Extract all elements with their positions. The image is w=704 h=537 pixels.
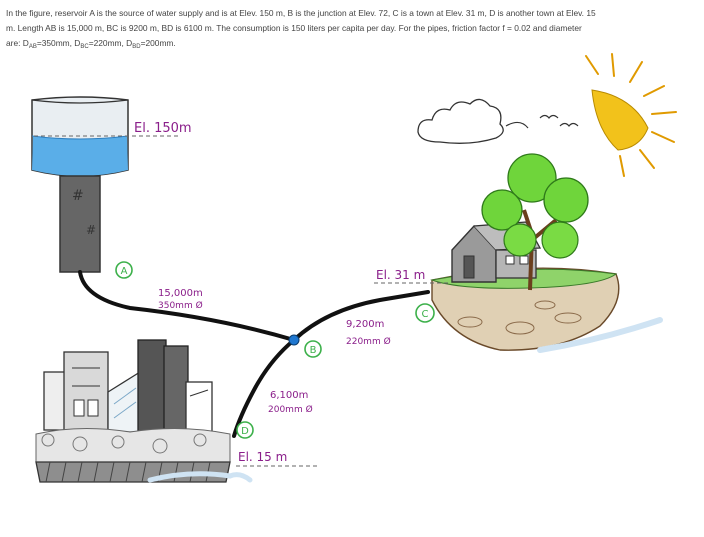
node-d: D: [237, 422, 253, 438]
node-a: A: [116, 262, 132, 278]
birds-icon: [540, 116, 578, 127]
elevation-a-label: El. 150m: [134, 121, 192, 136]
node-a-label: A: [121, 266, 128, 277]
pipe-bc-diameter-label: 220mm Ø: [346, 336, 391, 347]
pipe-bd-diameter-label: 200mm Ø: [268, 404, 313, 415]
elevation-c-label: El. 31 m: [376, 268, 425, 282]
node-b: B: [305, 341, 321, 357]
node-d-label: D: [241, 426, 249, 437]
pipe-bc-length-label: 9,200m: [346, 319, 384, 330]
node-c-label: C: [422, 309, 429, 320]
node-c: C: [416, 304, 434, 322]
tower-mark-1: #: [72, 188, 84, 204]
node-b-label: B: [310, 345, 317, 356]
junction-b-marker: [289, 335, 299, 345]
pipe-ab-diameter-label: 350mm Ø: [158, 300, 203, 311]
elevation-d-label: El. 15 m: [238, 450, 287, 464]
sun-icon: [586, 54, 676, 176]
pipe-bd-length-label: 6,100m: [270, 390, 308, 401]
pipe-ab-length-label: 15,000m: [158, 288, 203, 299]
city-buildings-icon: [36, 340, 250, 482]
cloud-icon: [418, 99, 528, 143]
pipe-bc: [294, 292, 428, 340]
tower-mark-2: #: [86, 223, 96, 237]
